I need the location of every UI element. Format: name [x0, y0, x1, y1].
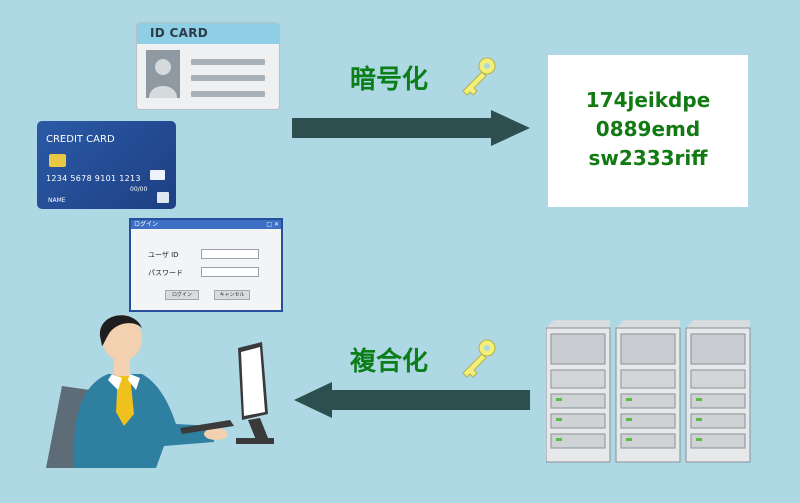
- decrypt-label: 複合化: [350, 347, 429, 377]
- password-field[interactable]: [201, 267, 259, 277]
- key-icon: [462, 339, 496, 378]
- chip-icon: [49, 154, 66, 167]
- card-brand-icon: [157, 192, 169, 203]
- cancel-button[interactable]: キャンセル: [214, 290, 250, 300]
- id-card: ID CARD: [136, 22, 280, 110]
- ciphertext-line: sw2333riff: [588, 146, 708, 170]
- credit-card-number: 1234 5678 9101 1213: [46, 174, 141, 183]
- id-text-line: [191, 91, 265, 97]
- encrypt-arrow: [292, 110, 530, 146]
- ciphertext-box: 174jeikdpe 0889emd sw2333riff: [548, 55, 748, 207]
- server-rack-icon: [546, 319, 751, 463]
- login-window-title: ログイン: [134, 221, 159, 228]
- id-text-line: [191, 75, 265, 81]
- id-photo-icon: [146, 50, 180, 98]
- person-at-computer-icon: [46, 315, 274, 468]
- decrypt-arrow: [294, 382, 530, 418]
- ciphertext-line: 174jeikdpe: [585, 88, 711, 112]
- encrypt-label: 暗号化: [350, 65, 429, 95]
- contactless-icon: [150, 170, 165, 180]
- key-icon: [462, 57, 496, 96]
- credit-card-expiry: 00/00: [130, 186, 148, 193]
- credit-card-title: CREDIT CARD: [46, 134, 115, 145]
- id-card-title: ID CARD: [150, 26, 208, 40]
- login-button[interactable]: ログイン: [165, 290, 199, 300]
- login-window: ログイン □ ✕ ユーザ ID パスワード ログイン キャンセル: [129, 218, 283, 312]
- user-id-field[interactable]: [201, 249, 259, 259]
- password-label: パスワード: [148, 269, 183, 277]
- ciphertext-line: 0889emd: [595, 117, 701, 141]
- credit-card-name: NAME: [48, 197, 66, 204]
- id-text-line: [191, 59, 265, 65]
- login-window-titlebar: ログイン □ ✕: [131, 220, 281, 229]
- credit-card: CREDIT CARD 1234 5678 9101 1213 00/00 NA…: [37, 121, 176, 209]
- window-controls-icon: □ ✕: [266, 221, 279, 228]
- user-id-label: ユーザ ID: [148, 251, 179, 259]
